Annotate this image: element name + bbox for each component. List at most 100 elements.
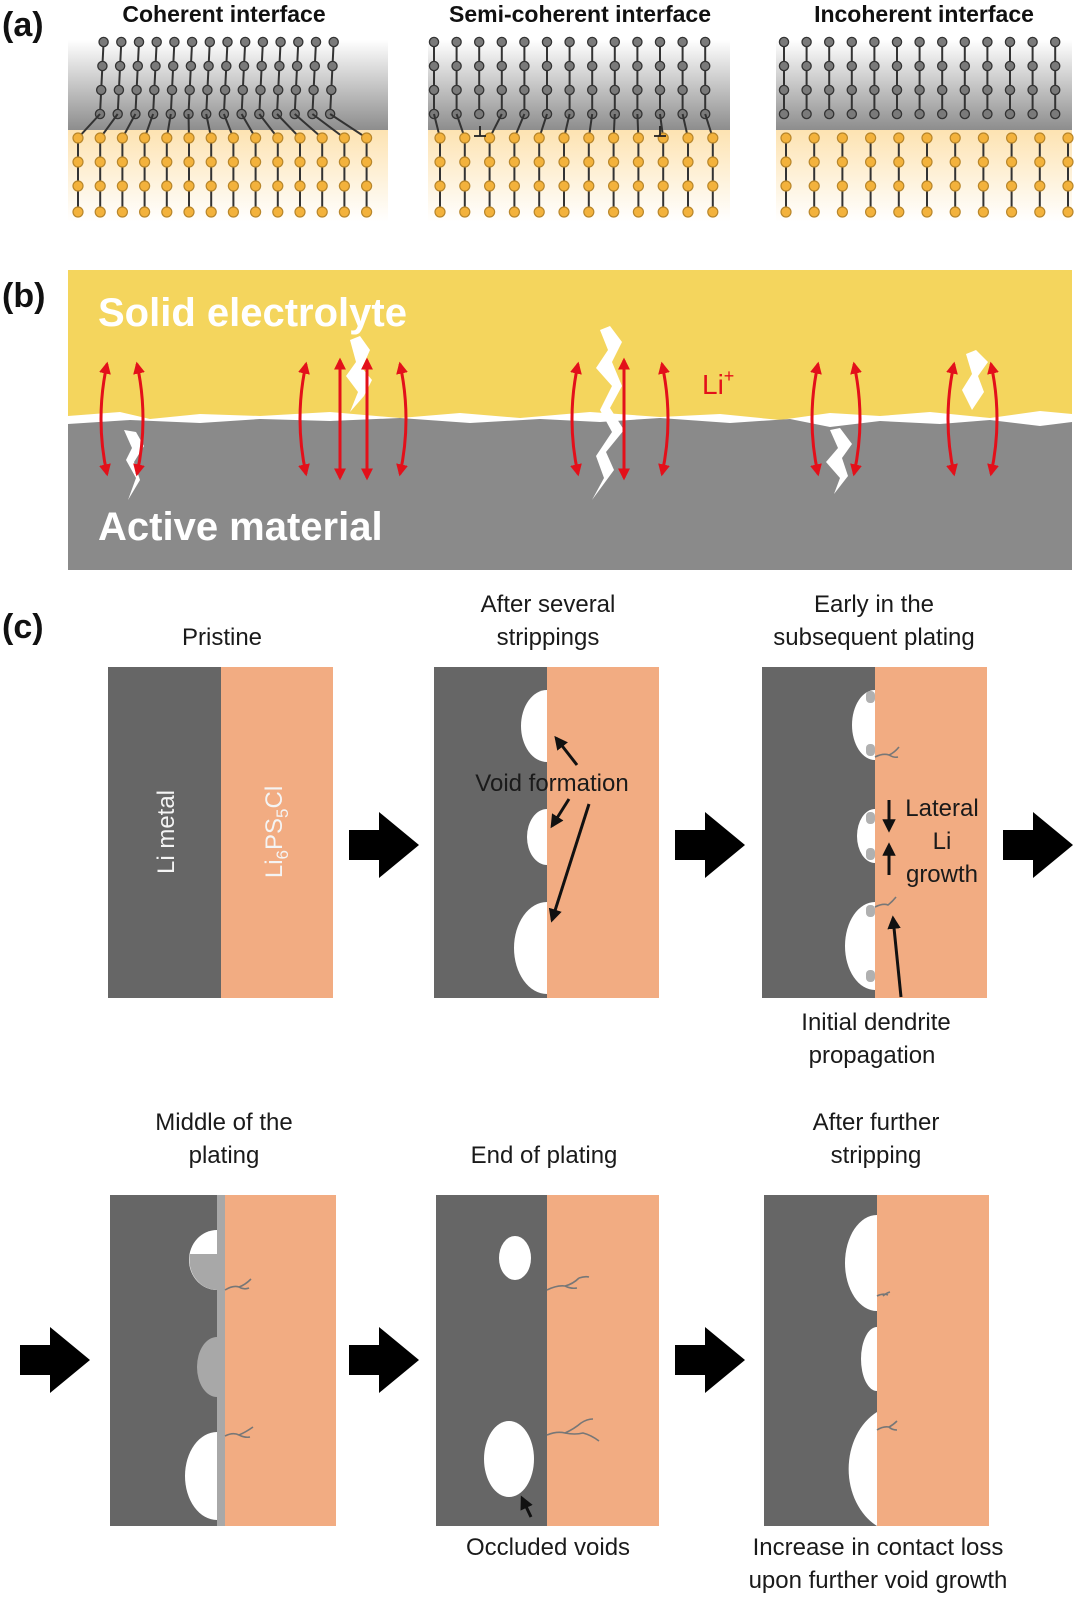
li-ion-arrow [570, 361, 582, 477]
occluded-void [484, 1421, 534, 1497]
gray-atom [116, 36, 127, 48]
gray-atom [131, 84, 142, 96]
gray-atom [151, 36, 162, 48]
stage-4-diagram [110, 1195, 336, 1526]
gray-atom [1049, 36, 1061, 48]
bond [240, 41, 247, 115]
contact-loss-label-line2: upon further void growth [749, 1567, 1008, 1594]
void [185, 1432, 217, 1520]
panel-a-label: (a) [2, 6, 44, 44]
electrolyte-block [221, 667, 333, 998]
orange-atom [294, 180, 306, 192]
orange-atom [707, 180, 719, 192]
orange-atom [977, 132, 990, 144]
stage-6-title-line1: After further [813, 1109, 940, 1136]
orange-atom [1005, 206, 1018, 218]
orange-atom [94, 206, 106, 218]
void [514, 902, 547, 994]
gray-atom [891, 84, 903, 96]
gray-atom [869, 60, 880, 72]
flow-arrow-right [349, 812, 419, 878]
gray-atom [1049, 60, 1061, 72]
gray-atom [936, 60, 948, 72]
dendrite [546, 1275, 590, 1291]
orange-atom [94, 132, 106, 144]
lateral-li [866, 970, 875, 982]
dendrite-label-line2: propagation [809, 1042, 936, 1069]
orange-atom [533, 180, 545, 192]
gray-atom [1027, 84, 1038, 96]
orange-atom [139, 132, 151, 144]
void [521, 690, 547, 762]
gray-atom [914, 36, 925, 48]
gray-atom [586, 60, 598, 72]
orange-atom [361, 156, 373, 168]
gray-atom [823, 108, 835, 120]
lateral-li [866, 905, 875, 917]
orange-atom [682, 156, 694, 168]
stage-3-title-line1: Early in the [814, 591, 934, 618]
void [861, 1327, 877, 1391]
stage-4-title-line2: plating [189, 1142, 260, 1169]
orange-atom [1034, 180, 1046, 192]
orange-atom [361, 180, 373, 192]
electrolyte-block [225, 1195, 336, 1526]
contact-loss-label-line1: Increase in contact loss [753, 1534, 1004, 1561]
orange-atom [657, 180, 669, 192]
bond [276, 41, 282, 115]
li-metal-label: Li metal [153, 790, 180, 874]
orange-atom [864, 132, 877, 144]
orange-atom [1005, 156, 1018, 168]
gray-atom [290, 84, 302, 96]
orange-atom [1034, 206, 1046, 218]
orange-atom [205, 132, 217, 144]
li-ion-arrow [946, 361, 958, 477]
dendrite [546, 1418, 600, 1442]
occluded-void [499, 1236, 531, 1280]
orange-atom [558, 132, 570, 144]
orange-atom [161, 180, 173, 192]
coherent-lattice [72, 36, 373, 218]
gray-atom [167, 60, 179, 72]
gray-atom [699, 60, 711, 72]
orange-atom [558, 180, 570, 192]
panel-b: (b) Solid electrolyte Active material Li… [2, 270, 1072, 570]
dendrite [874, 746, 900, 759]
orange-atom [707, 132, 719, 144]
orange-atom [294, 156, 306, 168]
orange-atom [338, 206, 350, 218]
li-ion-arrows [99, 357, 999, 481]
lateral-li [866, 691, 875, 703]
gray-atom [310, 36, 322, 48]
li-ion-arrow [396, 361, 408, 477]
stage-6-title-line2: stripping [831, 1142, 922, 1169]
gray-atom [801, 60, 812, 72]
bond [258, 41, 264, 115]
orange-atom [893, 156, 905, 168]
gray-atom [239, 36, 251, 48]
gray-atom [519, 36, 530, 48]
gray-atom [778, 36, 790, 48]
orange-atom [1005, 180, 1018, 192]
orange-atom [508, 180, 521, 192]
arrow [887, 915, 903, 998]
orange-atom [508, 156, 521, 168]
gray-atom [632, 84, 643, 96]
li-ion-arrow [658, 361, 670, 477]
orange-atom [183, 180, 195, 192]
orange-atom [227, 180, 239, 192]
orange-atom [72, 132, 84, 144]
orange-atom [116, 180, 129, 192]
electrolyte-formula-label: Li6PS5Cl [261, 786, 292, 878]
orange-atom [227, 206, 239, 218]
gray-atom [586, 36, 598, 48]
panel-c-label: (c) [2, 608, 44, 646]
gray-atom [654, 60, 666, 72]
gray-atom [204, 36, 216, 48]
bond [152, 41, 158, 115]
gray-atom [1004, 36, 1016, 48]
gray-atom [203, 60, 214, 72]
orange-atom [72, 180, 84, 192]
li-ion-arrow [987, 361, 999, 477]
gray-atom [823, 60, 835, 72]
